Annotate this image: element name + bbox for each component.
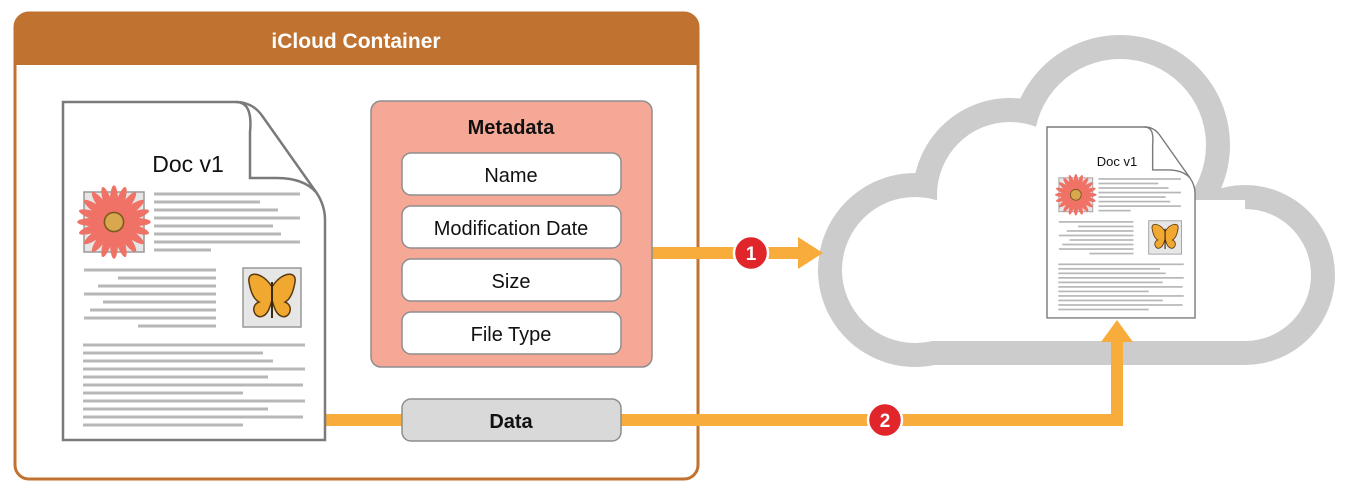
metadata-title: Metadata	[468, 117, 556, 139]
document	[61, 100, 327, 442]
metadata-field-file-type: File Type	[401, 311, 622, 355]
arrowhead-icon	[798, 237, 823, 269]
svg-text:2: 2	[880, 411, 891, 432]
svg-text:1: 1	[746, 244, 757, 265]
data-box: Data	[401, 398, 622, 442]
flower-image-icon	[76, 184, 152, 260]
field-label: Name	[484, 165, 537, 187]
document-label: Doc v1	[152, 151, 224, 177]
field-label: File Type	[471, 324, 552, 346]
field-label: Size	[492, 271, 531, 293]
cloud-document	[1046, 126, 1196, 319]
step-badge-2: 2	[866, 401, 904, 439]
arrowhead-icon	[1101, 320, 1133, 342]
metadata-field-size: Size	[401, 258, 622, 302]
field-label: Modification Date	[434, 218, 589, 240]
butterfly-image-icon	[242, 267, 302, 328]
flower-image-icon	[1054, 173, 1098, 217]
step-badge-1: 1	[732, 234, 770, 272]
container-title: iCloud Container	[271, 30, 440, 53]
metadata-field-modification-date: Modification Date	[401, 205, 622, 249]
container-header	[15, 13, 698, 65]
metadata-panel: Metadata Name Modification Date Size Fil…	[370, 100, 653, 368]
cloud-document-label: Doc v1	[1097, 154, 1137, 169]
metadata-field-name: Name	[401, 152, 622, 196]
butterfly-image-icon	[1148, 220, 1182, 255]
data-label: Data	[489, 411, 533, 433]
